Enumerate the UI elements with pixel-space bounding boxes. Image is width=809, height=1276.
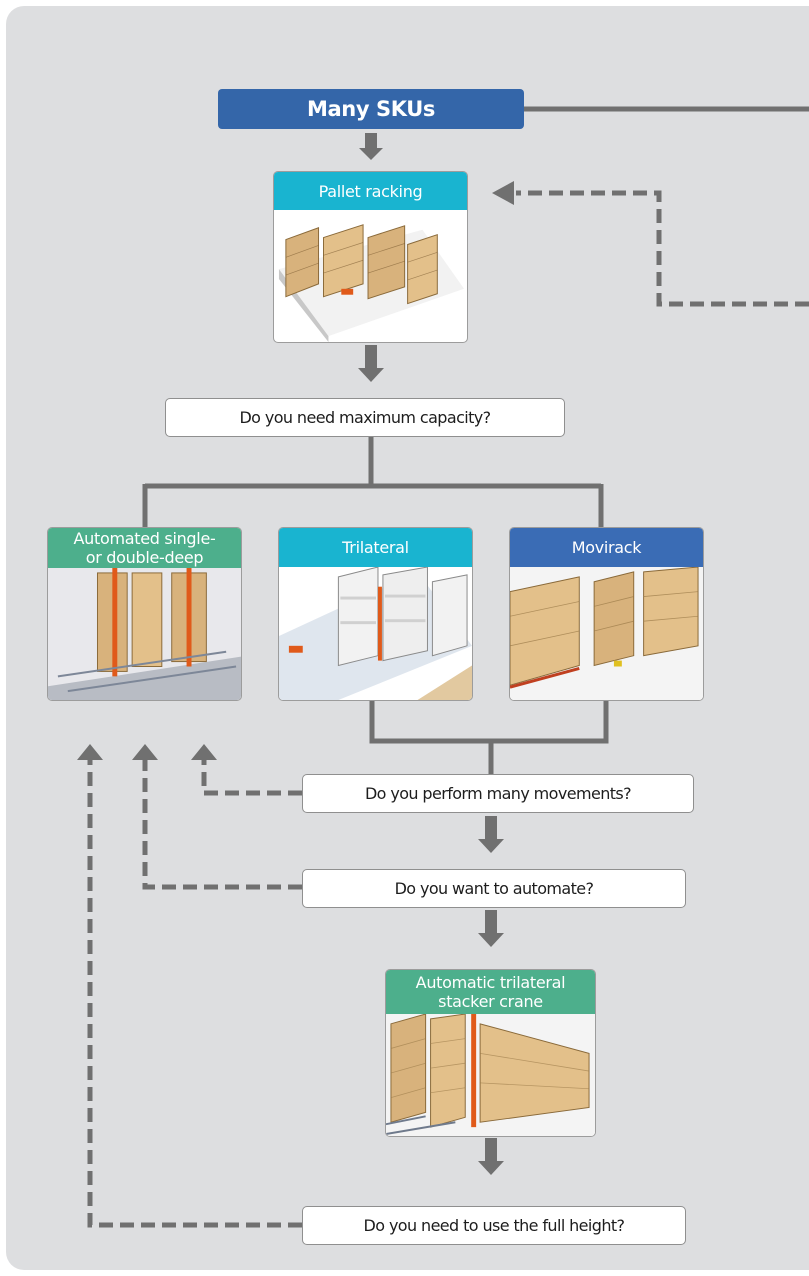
arrow-stacker-down	[478, 1138, 504, 1175]
question-automate: Do you want to automate?	[302, 869, 686, 908]
join-line	[369, 700, 609, 744]
dashed-movements	[201, 760, 302, 796]
auto-trilateral-title: Automatic trilateral stacker crane	[386, 970, 595, 1014]
trilateral-card: Trilateral	[278, 527, 473, 701]
auto-trilateral-title-line1: Automatic trilateral	[415, 973, 566, 992]
automated-deep-image	[48, 568, 241, 700]
arrow-pallet-to-capacity	[358, 345, 384, 382]
movirack-title: Movirack	[510, 528, 703, 567]
arrow-title-to-pallet	[359, 133, 383, 160]
automated-deep-title-line1: Automated single-	[73, 529, 216, 548]
auto-trilateral-card: Automatic trilateral stacker crane	[385, 969, 596, 1137]
automated-deep-card: Automated single- or double-deep	[47, 527, 242, 701]
arrowhead-up-right	[191, 744, 217, 760]
pallet-racking-image	[274, 210, 467, 342]
trilateral-title: Trilateral	[279, 528, 472, 567]
arrow-automate-down	[478, 910, 504, 947]
dashed-automate	[142, 760, 302, 890]
arrow-movements-down	[478, 816, 504, 853]
movirack-image	[510, 567, 703, 700]
arrowhead-pallet-left	[492, 181, 514, 205]
dashed-height	[87, 760, 302, 1228]
question-height: Do you need to use the full height?	[302, 1206, 686, 1245]
arrowhead-up-middle	[132, 744, 158, 760]
dashed-return-pallet	[516, 190, 809, 307]
automated-deep-title-line2: or double-deep	[85, 548, 204, 567]
auto-trilateral-image	[386, 1014, 595, 1136]
question-movements: Do you perform many movements?	[302, 774, 694, 813]
pallet-racking-title: Pallet racking	[274, 172, 467, 210]
question-capacity: Do you need maximum capacity?	[165, 398, 565, 437]
auto-trilateral-title-line2: stacker crane	[438, 992, 543, 1011]
many-skus-title: Many SKUs	[218, 89, 524, 129]
pallet-racking-card: Pallet racking	[273, 171, 468, 343]
trilateral-image	[279, 567, 472, 700]
automated-deep-title: Automated single- or double-deep	[48, 528, 241, 568]
arrowhead-up-left	[77, 744, 103, 760]
movirack-card: Movirack	[509, 527, 704, 701]
